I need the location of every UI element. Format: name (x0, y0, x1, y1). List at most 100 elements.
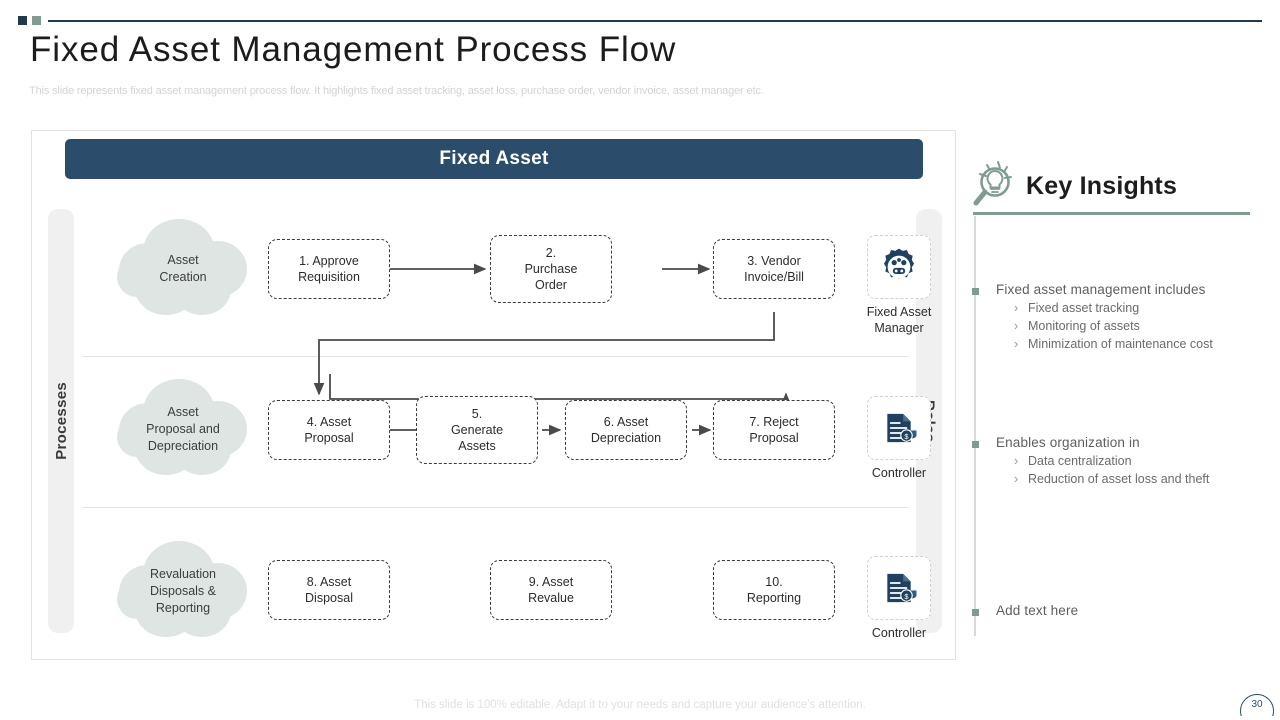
diagram-banner-title: Fixed Asset (65, 139, 923, 179)
gear-robot-icon-tile (867, 235, 931, 299)
node-line: 2. (545, 246, 557, 260)
role-label: Fixed Asset Manager (866, 305, 932, 335)
node-line: Depreciation (590, 431, 662, 445)
chevron-right-icon: › (1014, 337, 1019, 351)
node-line: Revalue (528, 591, 574, 605)
document-coin-icon: $ (887, 573, 917, 603)
role-fixed-asset-manager[interactable]: Fixed Asset Manager (867, 235, 931, 336)
cloud-line: Reporting (155, 600, 211, 615)
node-line: 8. Asset (306, 575, 352, 589)
role-label: Controller (871, 626, 927, 640)
top-decoration-bar (18, 14, 1262, 26)
page-number-badge: 30 (1240, 694, 1274, 716)
node-generate-assets[interactable]: 5. Generate Assets (416, 396, 538, 464)
node-approve-requisition[interactable]: 1. Approve Requisition (268, 239, 390, 299)
svg-text:$: $ (904, 432, 909, 441)
insight-main-text: Enables organization in (996, 435, 1140, 450)
chevron-right-icon: › (1014, 472, 1019, 486)
node-reject-proposal[interactable]: 7. Reject Proposal (713, 400, 835, 460)
insight-sub-text: Monitoring of assets (1028, 319, 1140, 333)
insight-group: Fixed asset management includes › Fixed … (968, 282, 1258, 353)
chevron-right-icon: › (1014, 301, 1019, 315)
node-line: Proposal (304, 431, 354, 445)
key-insights-panel: Key Insights Fixed asset management incl… (968, 160, 1258, 640)
bullet-square-icon (972, 441, 979, 448)
key-insights-vertical-line (974, 216, 976, 636)
insight-group: Add text here (968, 603, 1258, 618)
process-flow-diagram: Fixed Asset Processes Roles (31, 130, 956, 660)
insight-sub-text: Reduction of asset loss and theft (1028, 472, 1210, 486)
page-title: Fixed Asset Management Process Flow (30, 30, 677, 69)
node-asset-proposal[interactable]: 4. Asset Proposal (268, 400, 390, 460)
insight-group: Enables organization in › Data centraliz… (968, 435, 1258, 488)
node-line: 5. (471, 407, 483, 421)
cloud-line: Asset (167, 253, 199, 267)
insight-sub-text: Fixed asset tracking (1028, 301, 1140, 315)
document-coin-icon: $ (887, 413, 917, 443)
node-asset-revalue[interactable]: 9. Asset Revalue (490, 560, 612, 620)
role-controller-row2[interactable]: $ Controller (867, 396, 931, 481)
node-line: Disposal (305, 591, 353, 605)
node-asset-disposal[interactable]: 8. Asset Disposal (268, 560, 390, 620)
key-insights-title: Key Insights (1026, 171, 1178, 200)
lightbulb-magnifier-icon (973, 161, 1012, 206)
decoration-square-sage (32, 16, 41, 25)
document-coin-icon-tile: $ (867, 396, 931, 460)
cloud-line: Proposal and (146, 421, 220, 436)
insight-sub-text: Minimization of maintenance cost (1028, 337, 1213, 351)
page-subtitle: This slide represents fixed asset manage… (29, 85, 764, 97)
rail-processes-label: Processes (52, 382, 70, 460)
svg-text:$: $ (904, 592, 909, 601)
node-line: 7. Reject (749, 415, 799, 429)
list-item: › Monitoring of assets (1014, 317, 1258, 335)
list-item: › Reduction of asset loss and theft (1014, 470, 1258, 488)
node-line: 1. Approve (299, 254, 359, 268)
node-line: Purchase (524, 262, 578, 276)
document-coin-icon-tile: $ (867, 556, 931, 620)
insight-main-text: Fixed asset management includes (996, 282, 1206, 297)
node-asset-depreciation[interactable]: 6. Asset Depreciation (565, 400, 687, 460)
gear-robot-icon (883, 248, 915, 279)
node-line: Order (535, 278, 567, 292)
cloud-line: Asset (167, 404, 199, 419)
list-item: › Fixed asset tracking (1014, 299, 1258, 317)
insight-sub-list: › Fixed asset tracking › Monitoring of a… (1014, 299, 1258, 353)
node-line: Generate (450, 423, 504, 437)
node-line: 3. Vendor (747, 254, 801, 268)
key-insights-underline (973, 212, 1250, 215)
row-separator-1 (82, 356, 908, 357)
cloud-line: Depreciation (147, 438, 219, 453)
cloud-line: Creation (159, 270, 207, 284)
insight-main-text: Add text here (996, 603, 1079, 618)
decoration-rule (48, 20, 1262, 22)
row-separator-2 (82, 507, 908, 508)
node-line: Invoice/Bill (744, 270, 804, 284)
list-item: › Minimization of maintenance cost (1014, 335, 1258, 353)
node-reporting[interactable]: 10. Reporting (713, 560, 835, 620)
node-line: 10. (765, 575, 783, 589)
node-line: 6. Asset (603, 415, 649, 429)
key-insights-header: Key Insights (968, 160, 1258, 212)
bullet-square-icon (972, 288, 979, 295)
node-vendor-invoice-bill[interactable]: 3. Vendor Invoice/Bill (713, 239, 835, 299)
node-line: 4. Asset (306, 415, 352, 429)
footer-note: This slide is 100% editable. Adapt it to… (414, 699, 866, 711)
chevron-right-icon: › (1014, 319, 1019, 333)
rail-processes: Processes (48, 209, 74, 633)
node-line: 9. Asset (528, 575, 574, 589)
page-number: 30 (1251, 699, 1263, 710)
node-line: Assets (458, 439, 496, 453)
node-line: Requisition (298, 270, 360, 284)
chevron-right-icon: › (1014, 454, 1019, 468)
diagram-rows: Asset Creation 1. Approve Requisition 2.… (82, 209, 931, 640)
cloud-revaluation-disposals-reporting: Revaluation Disposals & Reporting (117, 539, 249, 643)
cloud-asset-creation: Asset Creation (117, 217, 249, 321)
role-controller-row3[interactable]: $ Controller (867, 556, 931, 641)
cloud-line: Revaluation (149, 566, 216, 581)
bullet-square-icon (972, 609, 979, 616)
insight-sub-list: › Data centralization › Reduction of ass… (1014, 452, 1258, 488)
cloud-line: Disposals & (150, 583, 216, 598)
node-line: Reporting (746, 591, 802, 605)
node-purchase-order[interactable]: 2. Purchase Order (490, 235, 612, 303)
insight-sub-text: Data centralization (1028, 454, 1132, 468)
